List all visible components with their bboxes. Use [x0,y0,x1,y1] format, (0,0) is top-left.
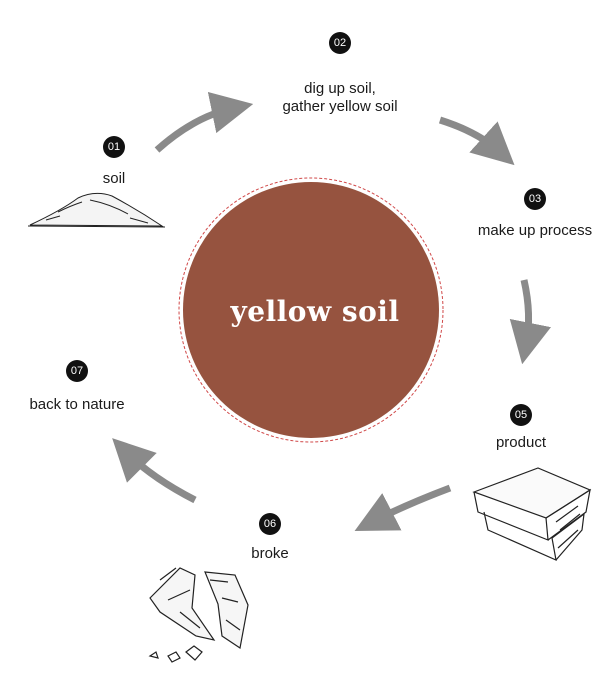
broken-pieces-illustration [150,568,248,662]
product-blocks-illustration [474,468,590,560]
soil-pile-illustration [28,193,165,227]
step-06-badge: 06 [259,513,281,535]
step-02-label-line1: dig up soil, [240,80,440,97]
step-03-label: make up process [465,222,605,239]
step-06-label: broke [240,545,300,562]
step-02-badge: 02 [329,32,351,54]
step-05-label: product [481,434,561,451]
step-07-label: back to nature [17,396,137,413]
step-01-label: soil [84,170,144,187]
arrow-02-to-03 [440,120,500,152]
step-01-badge: 01 [103,136,125,158]
arrow-06-to-07 [126,452,195,500]
step-03-badge: 03 [524,188,546,210]
arrow-05-to-06 [372,488,450,522]
arrow-01-to-02 [157,108,234,150]
step-07-badge: 07 [66,360,88,382]
arrow-03-to-05 [524,280,529,345]
center-title: yellow soil [180,295,450,328]
step-05-badge: 05 [510,404,532,426]
step-02-label-line2: gather yellow soil [240,98,440,115]
